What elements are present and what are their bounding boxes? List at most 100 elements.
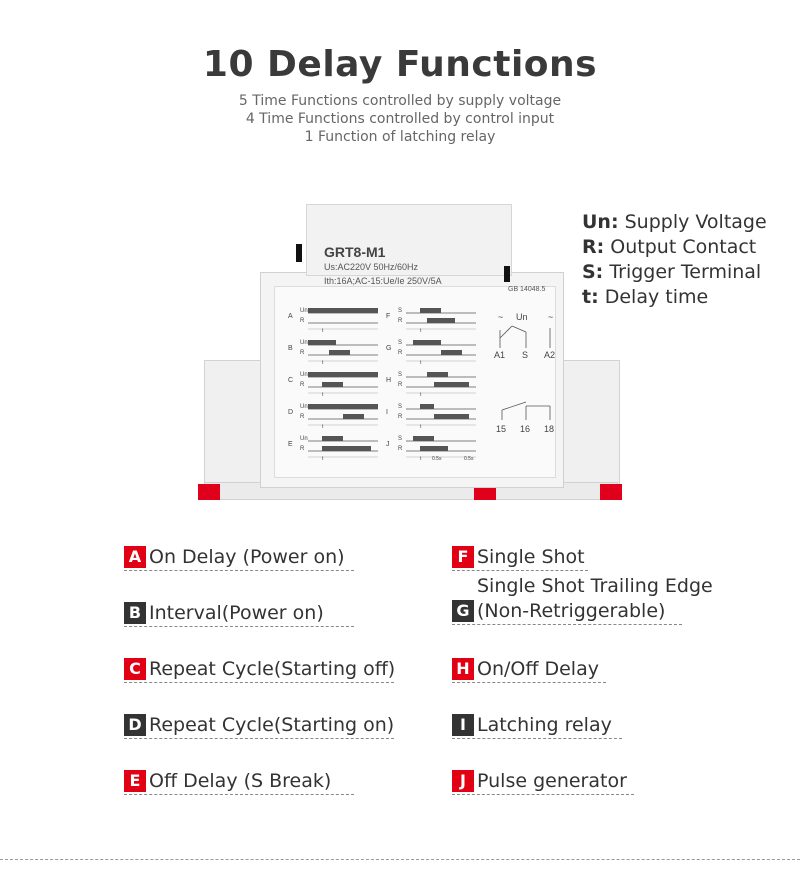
row-left-2-pulse-0 — [308, 372, 378, 377]
device-faceplate — [274, 286, 556, 478]
function-c-label: Repeat Cycle(Starting off) — [149, 658, 396, 680]
row-right-2-signal-b: R — [398, 382, 403, 388]
row-left-3-letter: D — [288, 409, 293, 416]
row-left-1-time-mark: t — [322, 360, 324, 366]
function-g: G(Non-Retriggerable) — [452, 600, 682, 625]
function-b-label: Interval(Power on) — [149, 602, 324, 624]
row-left-4-letter: E — [288, 441, 293, 448]
row-right-1-letter: G — [386, 345, 391, 352]
row-right-4-signal-a: S — [398, 436, 402, 442]
function-g-badge: G — [452, 600, 474, 622]
relay-device: GRT8-M1 Us:AC220V 50Hz/60Hz Ith:16A;AC-1… — [188, 200, 628, 510]
row-left-0-letter: A — [288, 313, 293, 320]
row-left-2-signal-b: R — [300, 382, 305, 388]
contact-blade — [501, 401, 527, 411]
row-right-1-signal-b: R — [398, 350, 403, 356]
row-right-0-letter: F — [386, 313, 390, 320]
din-clip-middle — [474, 484, 496, 500]
row-left-4-signal-a: Un — [300, 436, 308, 442]
function-g-label: (Non-Retriggerable) — [477, 600, 666, 622]
row-right-4-letter: J — [386, 441, 390, 448]
row-right-4-signal-b: R — [398, 446, 403, 452]
row-left-4-pulse-0 — [322, 436, 343, 441]
device-spec-supply: Us:AC220V 50Hz/60Hz — [324, 262, 419, 272]
terminal-a1: A1 — [494, 350, 506, 360]
row-right-3-pulse-0 — [420, 404, 434, 409]
function-h-badge: H — [452, 658, 474, 680]
row-left-3-time-mark: t — [322, 424, 324, 430]
row-right-2-pulse-1 — [434, 382, 469, 387]
row-left-1-signal-b: R — [300, 350, 305, 356]
row-right-4-pulse-0 — [413, 436, 434, 441]
row-right-1-signal-a: S — [398, 340, 402, 346]
function-a-label: On Delay (Power on) — [149, 546, 345, 568]
row-left-4-time-mark: t — [322, 456, 324, 462]
function-f-badge: F — [452, 546, 474, 568]
function-h-label: On/Off Delay — [477, 658, 599, 680]
pulse-mark-1: 0.5s — [432, 456, 442, 462]
circuit-link — [511, 325, 527, 333]
row-left-3-pulse-1 — [343, 414, 364, 419]
row-right-0-signal-a: S — [398, 308, 402, 314]
terminal-18: 18 — [544, 424, 555, 434]
timing-diagrams: AUnRtFSRtBUnRtGSRtCUnRtHSRtDUnRtISRtEUnR… — [288, 308, 551, 462]
function-f-label: Single Shot — [477, 546, 585, 568]
row-left-2-time-mark: t — [322, 392, 324, 398]
row-left-2-signal-a: Un — [300, 372, 308, 378]
legend-un: Un: Supply Voltage — [582, 211, 767, 233]
pulse-mark-2: 0.5s — [464, 456, 474, 462]
row-right-4-time-mark: t — [420, 456, 422, 462]
row-right-0-pulse-1 — [427, 318, 455, 323]
row-left-1-signal-a: Un — [300, 340, 308, 346]
legend-t: t: Delay time — [582, 286, 709, 308]
legend-r: R: Output Contact — [582, 236, 757, 258]
function-g-prefix: Single Shot Trailing Edge — [477, 575, 713, 597]
row-right-2-time-mark: t — [420, 392, 422, 398]
row-left-4-signal-b: R — [300, 446, 305, 452]
row-right-3-letter: I — [386, 409, 388, 416]
row-left-4-pulse-1 — [322, 446, 371, 451]
function-d-badge: D — [124, 714, 146, 736]
row-right-2-signal-a: S — [398, 372, 402, 378]
row-right-1-pulse-0 — [413, 340, 441, 345]
row-right-2-letter: H — [386, 377, 391, 384]
row-left-0-signal-a: Un — [300, 308, 308, 314]
row-right-0-pulse-0 — [420, 308, 441, 313]
row-right-0-time-mark: t — [420, 328, 422, 334]
device-standard: GB 14048.5 — [508, 286, 546, 293]
row-left-3-signal-a: Un — [300, 404, 308, 410]
subtitle-line-2: 4 Time Functions controlled by control i… — [245, 111, 555, 127]
terminal-s: S — [522, 350, 529, 360]
function-a-badge: A — [124, 546, 146, 568]
din-clip-left — [198, 484, 220, 500]
row-right-3-signal-a: S — [398, 404, 402, 410]
row-left-0-pulse-0 — [308, 308, 378, 313]
row-right-1-time-mark: t — [420, 360, 422, 366]
row-left-3-signal-b: R — [300, 414, 305, 420]
ac-symbol-1: ~ — [498, 312, 504, 322]
terminal-15: 15 — [496, 424, 507, 434]
terminal-16: 16 — [520, 424, 531, 434]
device-left-wing — [204, 360, 268, 486]
function-b-badge: B — [124, 602, 146, 624]
row-left-2-pulse-1 — [322, 382, 343, 387]
row-right-1-pulse-1 — [441, 350, 462, 355]
function-e-badge: E — [124, 770, 146, 792]
row-right-3-pulse-1 — [434, 414, 469, 419]
circuit-switch — [499, 325, 513, 339]
row-left-3-pulse-0 — [308, 404, 378, 409]
row-right-4-pulse-1 — [420, 446, 448, 451]
legend-s: S: Trigger Terminal — [582, 261, 762, 283]
page-title: 10 Delay Functions — [202, 44, 598, 85]
supply-label: Un — [516, 312, 528, 322]
function-j-label: Pulse generator — [477, 770, 627, 792]
row-left-1-pulse-1 — [329, 350, 350, 355]
function-j-badge: J — [452, 770, 474, 792]
